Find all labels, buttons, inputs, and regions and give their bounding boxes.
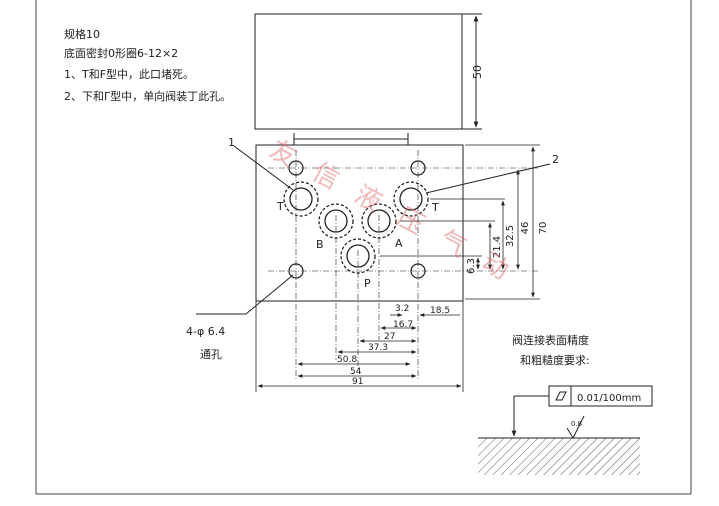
vertical-dimensions — [380, 144, 540, 300]
dim-91: 91 — [352, 377, 363, 387]
dim-3-2: 3.2 — [395, 304, 409, 314]
mounting-hole — [410, 160, 426, 176]
roughness-icon — [566, 415, 585, 440]
hole-type: 通孔 — [200, 348, 222, 361]
sheet-frame — [35, 0, 692, 495]
notes-line-2: 1、T和F型中，此口堵死。 — [64, 68, 195, 81]
dim-27: 27 — [384, 332, 395, 342]
flatness-frame — [511, 385, 653, 437]
flatness-icon — [555, 391, 567, 401]
mounting-hole — [288, 160, 304, 176]
callout-leaders — [196, 145, 551, 315]
surface-hatch — [478, 437, 640, 475]
surface-title-line-2: 和粗糙度要求: — [520, 353, 590, 367]
flatness-value: 0.01/100mm — [577, 393, 641, 404]
notes-line-1: 底面密封0形圈6-12×2 — [64, 47, 179, 60]
notes-line-3: 2、下和Γ型中，单向阀装丁此孔。 — [64, 90, 232, 103]
dim-50-8: 50.8 — [337, 355, 357, 365]
port-label-a: A — [395, 237, 403, 250]
callout-2: 2 — [552, 153, 559, 166]
mounting-hole — [410, 263, 426, 279]
dim-37-3: 37.3 — [368, 343, 388, 353]
port-t-right — [393, 181, 429, 217]
port-label-b: B — [316, 238, 324, 251]
dim-32-5: 32.5 — [505, 225, 516, 247]
dim-overall-height: 70 — [538, 222, 549, 235]
port-t-left — [283, 181, 319, 217]
port-label-t-right: T — [431, 201, 439, 214]
mounting-holes — [288, 160, 426, 279]
surface-title-line-1: 阀连接表面精度 — [512, 333, 589, 347]
port-b — [318, 203, 354, 239]
mounting-hole — [288, 263, 304, 279]
dim-54: 54 — [350, 367, 362, 377]
notes-title: 规格10 — [64, 28, 100, 41]
callout-1: 1 — [228, 136, 235, 149]
horizontal-dimensions — [255, 301, 464, 392]
dim-6-3: 6.3 — [466, 258, 477, 274]
dim-21-4: 21.4 — [492, 236, 503, 258]
port-label-p: P — [364, 277, 371, 290]
hole-spec: 4-φ 6.4 — [186, 325, 225, 338]
port-a — [361, 203, 397, 239]
roughness-value: 0.8 — [571, 420, 582, 428]
dim-top-block-height: 50 — [471, 65, 484, 79]
dim-18-5: 18.5 — [430, 306, 450, 316]
port-label-t-left: T — [276, 200, 284, 213]
dim-16-7: 16.7 — [393, 320, 413, 330]
top-block — [254, 13, 482, 145]
dim-46: 46 — [520, 222, 531, 235]
port-p — [340, 238, 376, 274]
valve-plate — [255, 144, 540, 380]
ports — [283, 181, 429, 274]
